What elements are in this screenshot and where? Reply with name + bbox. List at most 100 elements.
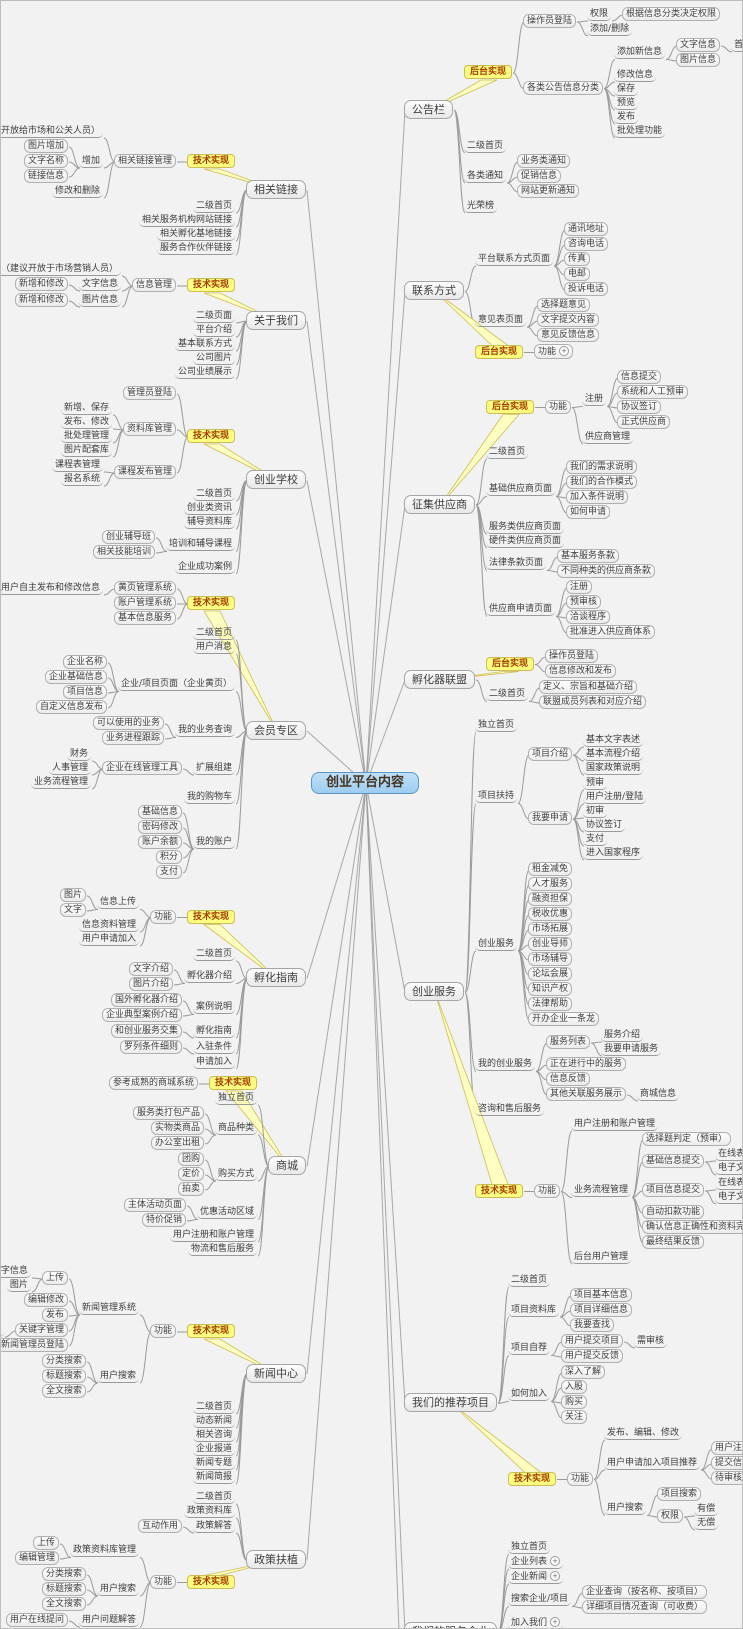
mindmap-node[interactable]: 基本文字表述 bbox=[583, 734, 644, 747]
mindmap-node[interactable]: 我们的合作模式 bbox=[566, 475, 638, 489]
mindmap-node[interactable]: 我的账户 bbox=[192, 836, 235, 849]
mindmap-node[interactable]: 企业典型案例介绍 bbox=[101, 1008, 182, 1022]
mindmap-node[interactable]: 功能+ bbox=[534, 344, 574, 359]
mindmap-node[interactable]: 各类公告信息分类 bbox=[523, 80, 604, 95]
branch-node[interactable]: 相关链接 bbox=[246, 179, 306, 199]
callout-badge[interactable]: 技术实现 bbox=[186, 909, 235, 924]
mindmap-node[interactable]: 创业类资讯 bbox=[183, 502, 235, 515]
mindmap-node[interactable]: 拍卖 bbox=[177, 1182, 204, 1196]
mindmap-node[interactable]: 基本流程介绍 bbox=[583, 748, 644, 761]
mindmap-node[interactable]: 后台用户管理 bbox=[571, 1251, 632, 1264]
mindmap-node[interactable]: 论坛会展 bbox=[528, 967, 573, 981]
mindmap-node[interactable]: 图片 bbox=[6, 1279, 31, 1292]
mindmap-node[interactable]: 和创业服务交集 bbox=[110, 1024, 182, 1038]
mindmap-node[interactable]: 批准进入供应商体系 bbox=[566, 625, 656, 639]
mindmap-node[interactable]: 基本服务条款 bbox=[557, 549, 620, 563]
mindmap-node[interactable]: 链接信息 bbox=[23, 169, 68, 183]
mindmap-node[interactable]: 项目自荐 bbox=[508, 1342, 551, 1355]
mindmap-node[interactable]: 我的购物车 bbox=[183, 791, 235, 804]
mindmap-node[interactable]: 报名系统 bbox=[60, 473, 103, 486]
mindmap-node[interactable]: 功能 bbox=[149, 1574, 176, 1589]
mindmap-node[interactable]: 新增和修改 bbox=[14, 293, 68, 307]
mindmap-node[interactable]: 我要申请服务 bbox=[601, 1043, 662, 1056]
branch-node[interactable]: 创业学校 bbox=[246, 470, 306, 489]
mindmap-node[interactable]: 确认信息正确性和资料完整性 bbox=[642, 1220, 742, 1234]
mindmap-node[interactable]: 账户余额 bbox=[137, 835, 182, 849]
mindmap-node[interactable]: 公司图片 bbox=[192, 352, 235, 365]
mindmap-node[interactable]: 相关孵化基地链接 bbox=[156, 228, 235, 241]
mindmap-node[interactable]: 用户注册和账户管理 bbox=[169, 1229, 257, 1242]
mindmap-node[interactable]: 修改和删除 bbox=[51, 185, 103, 198]
branch-node[interactable]: 我们的服务企业 bbox=[404, 1622, 497, 1628]
mindmap-node[interactable]: 用户问题解答 bbox=[78, 1614, 139, 1627]
mindmap-node[interactable]: 二级首页 bbox=[192, 200, 235, 213]
mindmap-node[interactable]: 管理员登陆（建议开放给市场和公关人员） bbox=[1, 125, 103, 138]
mindmap-node[interactable]: 国家政策说明 bbox=[583, 762, 644, 775]
mindmap-node[interactable]: 政策资料库 bbox=[183, 1505, 235, 1518]
mindmap-node[interactable]: 管理员登陆（建议开放于市场营销人员） bbox=[1, 263, 121, 276]
mindmap-node[interactable]: 租金减免 bbox=[528, 862, 573, 876]
mindmap-node[interactable]: 权限 bbox=[657, 1509, 684, 1523]
mindmap-node[interactable]: 基础供应商页面 bbox=[486, 483, 556, 496]
mindmap-node[interactable]: 如何加入 bbox=[508, 1388, 551, 1401]
callout-badge[interactable]: 后台实现 bbox=[486, 656, 535, 671]
mindmap-node[interactable]: 促销信息 bbox=[517, 169, 562, 183]
mindmap-node[interactable]: 图片配套库 bbox=[60, 444, 112, 457]
mindmap-node[interactable]: 选择题意见 bbox=[537, 298, 591, 312]
mindmap-node[interactable]: 功能 bbox=[149, 909, 176, 924]
branch-node[interactable]: 关于我们 bbox=[246, 310, 306, 330]
mindmap-node[interactable]: 企业在线管理工具 bbox=[101, 761, 182, 775]
mindmap-node[interactable]: 图片增加 bbox=[23, 139, 68, 153]
mindmap-node[interactable]: 根据信息分类决定权限 bbox=[622, 7, 721, 21]
mindmap-node[interactable]: 法律帮助 bbox=[528, 997, 573, 1011]
mindmap-node[interactable]: 融资担保 bbox=[528, 892, 573, 906]
mindmap-node[interactable]: 黄页管理系统 bbox=[113, 581, 176, 595]
branch-node[interactable]: 孵化指南 bbox=[246, 968, 306, 987]
mindmap-node[interactable]: 操作员登陆 bbox=[545, 649, 599, 663]
mindmap-node[interactable]: 法律条款页面 bbox=[486, 557, 547, 570]
callout-badge[interactable]: 技术实现 bbox=[186, 1324, 235, 1338]
mindmap-node[interactable]: 我的创业服务 bbox=[475, 1058, 536, 1071]
mindmap-node[interactable]: 用户提交反馈 bbox=[561, 1349, 624, 1363]
mindmap-node[interactable]: 项目搜索 bbox=[657, 1487, 702, 1501]
mindmap-node[interactable]: 人事管理 bbox=[48, 762, 91, 775]
mindmap-node[interactable]: 各类通知 bbox=[464, 170, 507, 183]
branch-node[interactable]: 联系方式 bbox=[404, 281, 464, 300]
mindmap-node[interactable]: 图片信息 bbox=[78, 294, 121, 307]
mindmap-node[interactable]: 支付 bbox=[583, 833, 608, 846]
mindmap-node[interactable]: 平台联系方式页面 bbox=[475, 253, 554, 266]
mindmap-node[interactable]: 编辑管理 bbox=[14, 1551, 59, 1565]
mindmap-node[interactable]: 用户在线提问 bbox=[5, 1613, 68, 1627]
mindmap-node[interactable]: 企业新闻+ bbox=[508, 1570, 564, 1584]
root-node[interactable]: 创业平台内容 bbox=[311, 772, 420, 794]
mindmap-node[interactable]: 文字信息 bbox=[1, 1265, 31, 1278]
mindmap-node[interactable]: 市场拓展 bbox=[528, 922, 573, 936]
mindmap-node[interactable]: 添加/删除 bbox=[587, 23, 633, 36]
mindmap-node[interactable]: 服务介绍 bbox=[601, 1029, 644, 1042]
mindmap-node[interactable]: 功能 bbox=[534, 1183, 561, 1198]
mindmap-node[interactable]: 提交信息 bbox=[711, 1456, 742, 1470]
mindmap-node[interactable]: 文字信息 bbox=[676, 38, 721, 52]
callout-badge[interactable]: 技术实现 bbox=[186, 1574, 235, 1589]
callout-badge[interactable]: 后台实现 bbox=[486, 399, 535, 414]
mindmap-node[interactable]: 如何申请 bbox=[566, 505, 611, 519]
mindmap-node[interactable]: 图片 bbox=[59, 888, 86, 902]
mindmap-node[interactable]: 项目介绍 bbox=[528, 747, 573, 761]
mindmap-node[interactable]: 独立首页 bbox=[475, 719, 518, 732]
mindmap-node[interactable]: 相关咨询 bbox=[192, 1429, 235, 1442]
mindmap-node[interactable]: 入股 bbox=[561, 1380, 588, 1394]
callout-badge[interactable]: 后台实现 bbox=[464, 65, 513, 79]
callout-badge[interactable]: 技术实现 bbox=[186, 596, 235, 610]
mindmap-node[interactable]: 企业/项目页面（企业黄页） bbox=[117, 678, 235, 691]
mindmap-node[interactable]: 新增和修改 bbox=[14, 277, 68, 291]
mindmap-node[interactable]: 标题搜索 bbox=[41, 1369, 86, 1383]
mindmap-node[interactable]: 二级首页 bbox=[486, 688, 529, 701]
branch-node[interactable]: 新闻中心 bbox=[246, 1363, 306, 1383]
branch-node[interactable]: 创业服务 bbox=[404, 982, 464, 1001]
mindmap-node[interactable]: 信息提交 bbox=[617, 370, 662, 384]
mindmap-node[interactable]: 积分 bbox=[155, 850, 182, 864]
branch-node[interactable]: 会员专区 bbox=[246, 720, 306, 740]
mindmap-node[interactable]: 用户注册/登陆 bbox=[583, 791, 647, 804]
mindmap-node[interactable]: 主体活动页面 bbox=[123, 1198, 186, 1212]
mindmap-node[interactable]: 批处理功能 bbox=[614, 125, 666, 138]
